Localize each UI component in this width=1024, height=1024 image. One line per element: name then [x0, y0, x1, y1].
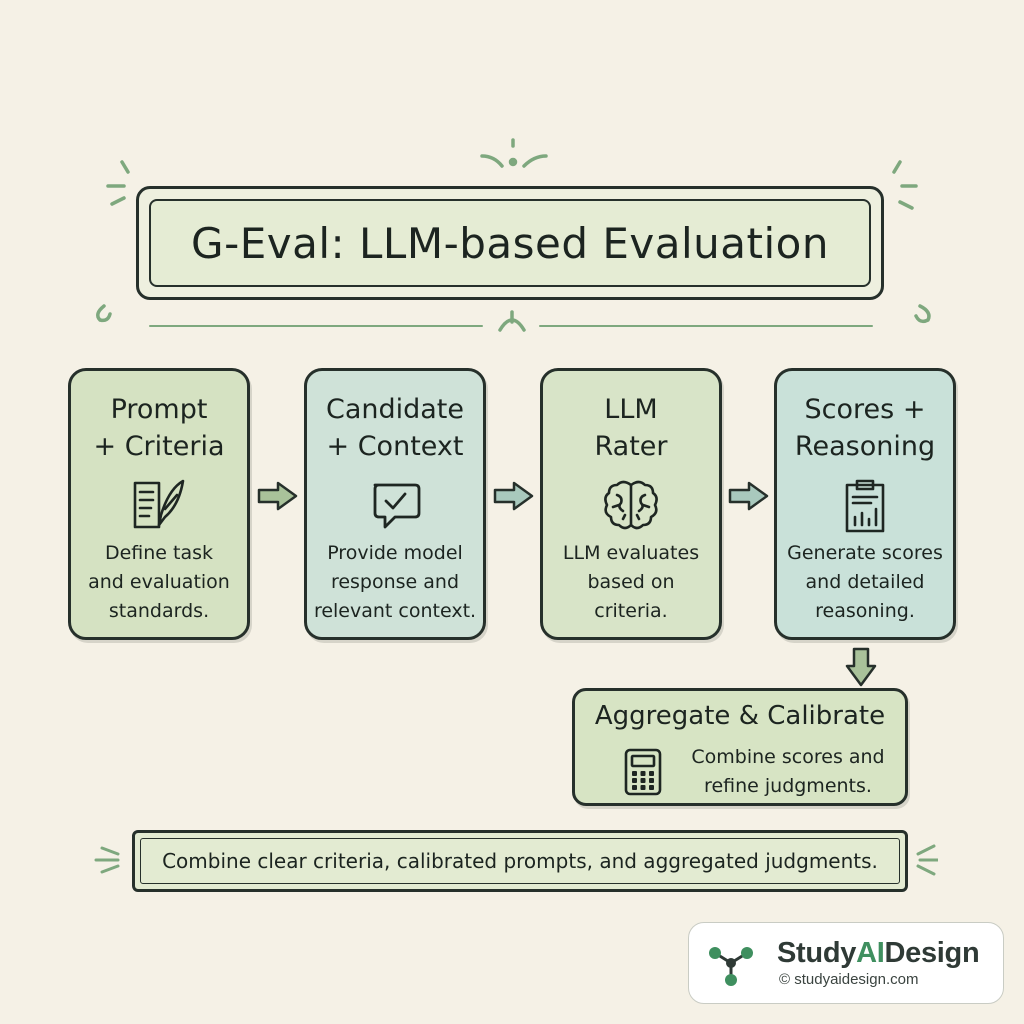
step-card-candidate-context: Candidate + Context Provide model respon…: [304, 368, 486, 640]
title-inner-frame: G-Eval: LLM-based Evaluation: [149, 199, 871, 287]
step-card-prompt-criteria: Prompt + Criteria Define task and evalua…: [68, 368, 250, 640]
footer-summary-text: Combine clear criteria, calibrated promp…: [162, 849, 878, 873]
chat-check-icon: [373, 483, 421, 529]
flow-arrow-right-icon: [493, 481, 534, 511]
flow-arrow-down-icon: [845, 647, 877, 687]
aggregate-calibrate-box: Aggregate & Calibrate Combine scores and…: [572, 688, 908, 806]
flow-arrow-right-icon: [728, 481, 769, 511]
calculator-icon: [624, 748, 662, 796]
aggregate-description: Combine scores and refine judgments.: [691, 746, 885, 797]
step-title: Candidate + Context: [325, 394, 465, 462]
brand-url: © studyaidesign.com: [779, 971, 919, 988]
brand-name-prefix: Study: [777, 937, 857, 969]
step-description: LLM evaluates based on criteria.: [562, 542, 700, 622]
aggregate-title: Aggregate & Calibrate: [594, 701, 886, 731]
brand-name: StudyAIDesign: [777, 937, 980, 970]
clipboard-chart-icon: [845, 479, 885, 533]
step-card-scores-reasoning: Scores + Reasoning Generate scores and d…: [774, 368, 956, 640]
step-description: Generate scores and detailed reasoning.: [787, 542, 943, 622]
step-title: Scores + Reasoning: [794, 394, 936, 462]
footer-summary-box: Combine clear criteria, calibrated promp…: [132, 830, 908, 892]
footer-inner-frame: Combine clear criteria, calibrated promp…: [140, 838, 900, 884]
footer-ornaments: [94, 844, 938, 876]
brand-name-suffix: Design: [884, 937, 980, 969]
brain-icon: [604, 480, 658, 530]
step-title: Prompt + Criteria: [93, 394, 225, 462]
flow-arrow-right-icon: [257, 481, 298, 511]
decorative-ornaments: [96, 138, 931, 332]
step-card-llm-rater: LLM Rater LLM evaluates based on criteri…: [540, 368, 722, 640]
step-description: Provide model response and relevant cont…: [313, 542, 477, 622]
brand-badge: StudyAIDesign © studyaidesign.com: [688, 922, 1004, 1004]
diagram-title: G-Eval: LLM-based Evaluation: [191, 218, 829, 268]
step-title: LLM Rater: [594, 394, 668, 462]
step-description: Define task and evaluation standards.: [88, 542, 230, 622]
document-quill-icon: [133, 479, 185, 529]
title-frame: G-Eval: LLM-based Evaluation: [136, 186, 884, 300]
network-logo-icon: [709, 947, 753, 986]
brand-name-accent: AI: [856, 937, 885, 969]
